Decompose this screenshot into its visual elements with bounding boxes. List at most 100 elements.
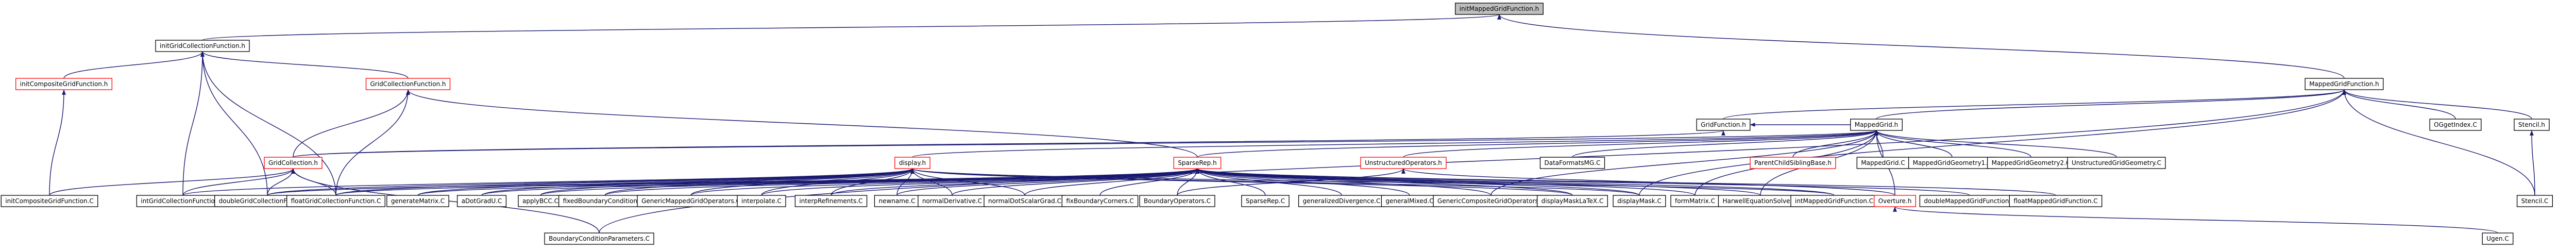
graph-node-n13[interactable]: DataFormatsMG.C — [1539, 157, 1605, 169]
graph-node-n5[interactable]: GridFunction.h — [1696, 119, 1751, 131]
graph-node-n32[interactable]: normalDotScalarGrad.C — [984, 195, 1066, 207]
node-label: MappedGrid.C — [1861, 159, 1905, 166]
edge-n31-to-n11 — [952, 168, 1199, 196]
graph-node-n30[interactable]: newname.C — [874, 195, 920, 207]
graph-node-n14[interactable]: ParentChildSiblingBase.h — [1750, 157, 1836, 169]
node-label: SparseRep.C — [1246, 197, 1285, 205]
graph-node-n48[interactable]: BoundaryConditionParameters.C — [544, 232, 654, 245]
edge-n21-to-n11 — [267, 168, 1199, 196]
edge-layer — [49, 14, 2535, 234]
node-label: initCompositeGridFunction.h — [20, 80, 108, 88]
graph-node-n12[interactable]: UnstructuredOperators.h — [1360, 157, 1447, 169]
graph-node-n22[interactable]: floatGridCollectionFunction.C — [286, 195, 386, 207]
node-box — [1750, 157, 1836, 169]
graph-node-n11[interactable]: SparseRep.h — [1173, 157, 1222, 169]
graph-node-n23[interactable]: generateMatrix.C — [386, 195, 449, 207]
node-box — [264, 157, 323, 169]
node-label: Stencil.C — [2521, 197, 2549, 205]
graph-node-n39[interactable]: displayMaskLaTeX.C — [1537, 195, 1608, 207]
graph-node-n31[interactable]: normalDerivative.C — [918, 195, 987, 207]
edge-n42-to-n11 — [1195, 168, 1761, 196]
node-box — [15, 78, 112, 90]
edge-n12-to-n6 — [1403, 130, 1878, 158]
edge-n3-to-n1 — [63, 51, 205, 79]
graph-node-n42[interactable]: HarwellEquationSolver.C — [1718, 195, 1803, 207]
edge-n34-to-n12 — [1177, 168, 1405, 196]
node-box — [456, 195, 507, 207]
edge-n47-to-n2 — [2342, 89, 2535, 196]
node-label: generalizedDivergence.C — [1303, 197, 1381, 205]
graph-node-n20[interactable]: intGridCollectionFunction.C — [136, 195, 230, 207]
graph-node-n9[interactable]: GridCollection.h — [264, 157, 323, 169]
graph-node-n7[interactable]: OGgetIndex.C — [2429, 119, 2482, 131]
edge-n20-to-n1 — [182, 51, 205, 196]
node-label: displayMaskLaTeX.C — [1541, 197, 1604, 205]
graph-node-n16[interactable]: MappedGridGeometry1.C — [1908, 157, 1996, 169]
graph-node-n41[interactable]: formMatrix.C — [1670, 195, 1720, 207]
node-label: MappedGridGeometry2.C — [1992, 159, 2071, 166]
graph-node-n24[interactable]: aDotGradU.C — [456, 195, 507, 207]
node-label: OGgetIndex.C — [2434, 121, 2477, 128]
node-label: BoundaryConditionParameters.C — [549, 235, 650, 242]
graph-node-n28[interactable]: interpolate.C — [737, 195, 786, 207]
node-label: generateMatrix.C — [391, 197, 445, 205]
edge-n46-to-n11 — [1195, 168, 2056, 196]
node-label: intGridCollectionFunction.C — [141, 197, 225, 205]
edge-n8-to-n2 — [2342, 89, 2532, 120]
node-label: interpRefinements.C — [799, 197, 862, 205]
graph-node-n0[interactable]: initMappedGridFunction.h — [1455, 3, 1544, 15]
node-layer: initMappedGridFunction.h initGridCollecti… — [1, 3, 2553, 245]
edge-n5-to-n2 — [1723, 89, 2346, 120]
graph-node-n18[interactable]: UnstructuredGridGeometry.C — [2067, 157, 2166, 169]
graph-node-n47[interactable]: Stencil.C — [2516, 195, 2553, 207]
graph-node-n6[interactable]: MappedGrid.h — [1850, 119, 1903, 131]
graph-node-n4[interactable]: GridCollectionFunction.h — [365, 78, 451, 90]
graph-node-n2[interactable]: MappedGridFunction.h — [2304, 78, 2384, 90]
graph-node-n26[interactable]: fixedBoundaryConditions.C — [558, 195, 652, 207]
node-label: Ugen.C — [2486, 235, 2509, 242]
node-box — [1696, 119, 1751, 131]
graph-node-n29[interactable]: interpRefinements.C — [794, 195, 868, 207]
node-box — [1613, 195, 1666, 207]
graph-node-n45[interactable]: doubleMappedGridFunction.C — [1919, 195, 2020, 207]
node-label: intMappedGridFunction.C — [1795, 197, 1873, 205]
node-label: GridCollectionFunction.h — [370, 80, 446, 88]
node-box — [286, 195, 386, 207]
graph-node-n1[interactable]: initGridCollectionFunction.h — [155, 40, 250, 52]
node-label: UnstructuredOperators.h — [1365, 159, 1442, 166]
graph-node-n35[interactable]: SparseRep.C — [1241, 195, 1290, 207]
node-label: MappedGrid.h — [1855, 121, 1899, 128]
node-label: doubleMappedGridFunction.C — [1924, 197, 2015, 205]
node-box — [794, 195, 868, 207]
node-label: fixBoundaryCorners.C — [1066, 197, 1133, 205]
graph-node-n25[interactable]: applyBCC.C — [518, 195, 563, 207]
graph-node-n44[interactable]: Overture.h — [1874, 195, 1916, 207]
graph-node-n8[interactable]: Stencil.h — [2514, 119, 2550, 131]
graph-node-n49[interactable]: Ugen.C — [2482, 232, 2514, 245]
graph-node-n34[interactable]: BoundaryOperators.C — [1139, 195, 1215, 207]
graph-node-n33[interactable]: fixBoundaryCorners.C — [1061, 195, 1139, 207]
graph-node-n43[interactable]: intMappedGridFunction.C — [1790, 195, 1878, 207]
graph-node-n36[interactable]: generalizedDivergence.C — [1298, 195, 1385, 207]
graph-node-n40[interactable]: displayMask.C — [1613, 195, 1666, 207]
node-box — [1173, 157, 1222, 169]
node-label: BoundaryOperators.C — [1144, 197, 1211, 205]
graph-node-n15[interactable]: MappedGrid.C — [1856, 157, 1910, 169]
graph-node-n27[interactable]: GenericMappedGridOperators.C — [637, 195, 745, 207]
node-label: GridCollection.h — [268, 159, 318, 166]
graph-node-n37[interactable]: generalMixed.C — [1381, 195, 1438, 207]
edge-n14-to-n6 — [1792, 130, 1878, 158]
edge-n21-to-n1 — [200, 51, 268, 196]
graph-node-n46[interactable]: floatMappedGridFunction.C — [2009, 195, 2103, 207]
node-box — [737, 195, 786, 207]
graph-node-n38[interactable]: GenericCompositeGridOperators.C — [1433, 195, 1549, 207]
graph-node-n10[interactable]: display.h — [894, 157, 930, 169]
graph-node-n17[interactable]: MappedGridGeometry2.C — [1987, 157, 2075, 169]
graph-node-n3[interactable]: initCompositeGridFunction.h — [15, 78, 112, 90]
edge-n44-to-n12 — [1401, 168, 1895, 196]
node-label: fixedBoundaryConditions.C — [563, 197, 647, 205]
node-box — [386, 195, 449, 207]
edge-n29-to-n11 — [831, 168, 1199, 196]
graph-node-n19[interactable]: initCompositeGridFunction.C — [1, 195, 98, 207]
node-label: DataFormatsMG.C — [1544, 159, 1600, 166]
